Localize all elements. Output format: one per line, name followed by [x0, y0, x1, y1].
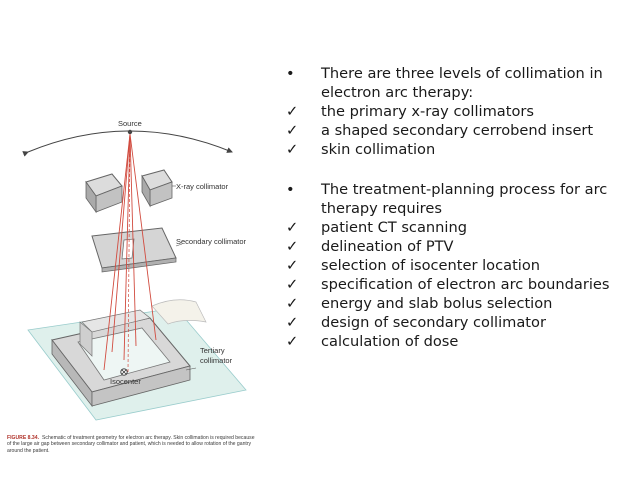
bullet-item: • The treatment-planning process for arc … [286, 180, 631, 218]
checklist-item: ✓ specification of electron arc boundarie… [286, 275, 631, 294]
treatment-geometry-figure: Source X-ray collimator Secondary collim… [0, 0, 260, 478]
checkmark-icon: ✓ [286, 295, 299, 312]
bullet-dot-icon: • [286, 65, 295, 82]
checklist-item: ✓ the primary x-ray collimators [286, 102, 631, 121]
checkmark-icon: ✓ [286, 257, 299, 274]
item-text: selection of isocenter location [321, 257, 541, 274]
checkmark-icon: ✓ [286, 333, 299, 350]
item-text: There are three levels of collimation in… [321, 65, 603, 101]
checkmark-icon: ✓ [286, 276, 299, 293]
checklist-item: ✓ energy and slab bolus selection [286, 294, 631, 313]
label-xray-collimator: X-ray collimator [176, 182, 229, 191]
checklist-item: ✓ design of secondary collimator [286, 313, 631, 332]
bullet-item: • There are three levels of collimation i… [286, 64, 631, 102]
figure-caption: FIGURE 8.34.Schematic of treatment geome… [7, 435, 255, 454]
checkmark-icon: ✓ [286, 141, 299, 158]
label-tertiary-line1: Tertiary [200, 346, 225, 355]
label-isocenter: Isocenter [110, 377, 141, 386]
checkmark-icon: ✓ [286, 238, 299, 255]
checklist-item: ✓ calculation of dose [286, 332, 631, 351]
checklist-item: ✓ skin collimation [286, 140, 631, 159]
checkmark-icon: ✓ [286, 219, 299, 236]
checklist-item: ✓ a shaped secondary cerrobend insert [286, 121, 631, 140]
item-text: specification of electron arc boundaries [321, 276, 610, 293]
item-text: the primary x-ray collimators [321, 103, 534, 120]
item-text: delineation of PTV [321, 238, 454, 255]
bullet-list: • There are three levels of collimation i… [286, 64, 631, 351]
item-text: energy and slab bolus selection [321, 295, 553, 312]
item-text: a shaped secondary cerrobend insert [321, 122, 594, 139]
beam-lines [103, 133, 157, 371]
label-tertiary-line2: collimator [200, 356, 233, 365]
label-secondary-collimator: Secondary collimator [176, 237, 247, 246]
caption-number: FIGURE 8.34. [7, 435, 39, 441]
item-text: The treatment-planning process for arc t… [321, 181, 608, 217]
checklist-item: ✓ delineation of PTV [286, 237, 631, 256]
list-spacer [286, 159, 631, 180]
checkmark-icon: ✓ [286, 122, 299, 139]
checkmark-icon: ✓ [286, 314, 299, 331]
arc-therapy-schematic [22, 129, 247, 421]
bullet-dot-icon: • [286, 181, 295, 198]
label-source: Source [118, 119, 142, 128]
secondary-aperture [121, 238, 135, 260]
caption-text: Schematic of treatment geometry for elec… [7, 435, 255, 454]
item-text: patient CT scanning [321, 219, 467, 236]
item-text: design of secondary collimator [321, 314, 546, 331]
patient-body [151, 299, 207, 325]
source-point [127, 129, 133, 135]
checklist-item: ✓ selection of isocenter location [286, 256, 631, 275]
checkmark-icon: ✓ [286, 103, 299, 120]
item-text: calculation of dose [321, 333, 459, 350]
checklist-item: ✓ patient CT scanning [286, 218, 631, 237]
item-text: skin collimation [321, 141, 436, 158]
